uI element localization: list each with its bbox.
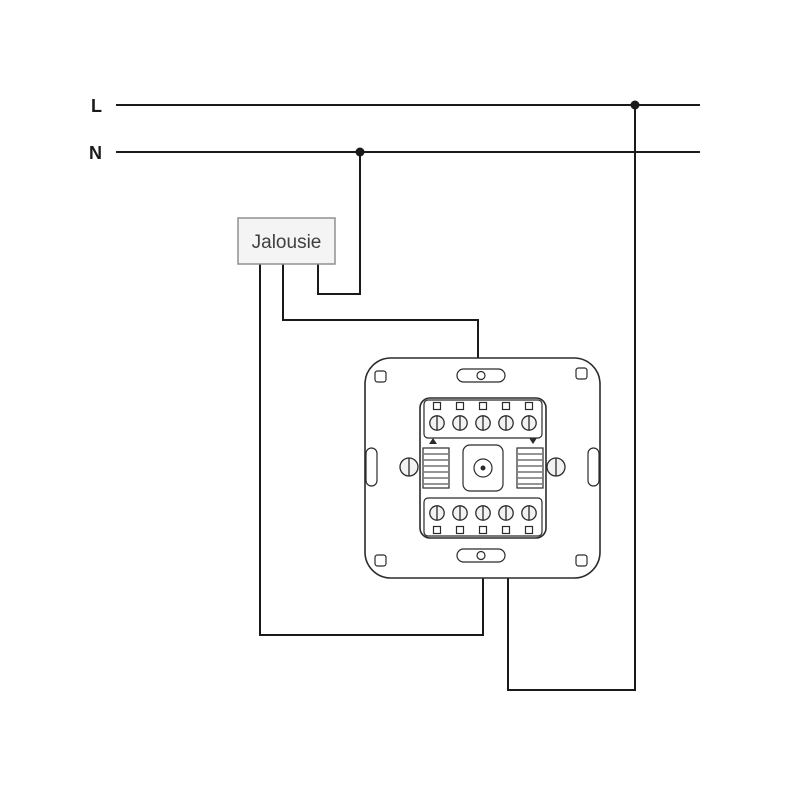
load-box: Jalousie [237,217,336,265]
corner-hole-icon [374,554,387,567]
corner-hole-icon [575,367,588,380]
claw-frame [422,447,450,489]
neutral-line-label: N [89,143,102,163]
side-slot-right-icon [587,447,600,487]
terminal-opening-icon [432,525,442,535]
terminal-block-bottom [423,497,543,537]
terminal-opening-icon [524,525,534,535]
arrow-up-icon [429,438,437,444]
wire-load-to-switch-top [282,264,479,358]
load-box-label: Jalousie [252,232,322,253]
load-box-frame [237,217,336,265]
terminal-opening-icon [501,525,511,535]
rocker-axle-center-icon [480,465,486,471]
terminal-opening-icon [455,525,465,535]
side-slot-left-icon [365,447,378,487]
fixing-claw-left [422,447,450,489]
terminal-opening-icon [501,401,511,411]
terminal-opening-icon [524,401,534,411]
fixing-slot-bottom-hole-icon [476,550,486,561]
wire-neutral-to-load [317,152,361,295]
claw-frame [516,447,544,489]
central-rocker-mount [462,444,504,492]
fixing-slot-top-hole-icon [476,370,486,381]
terminal-opening-icon [478,401,488,411]
terminal-block-top [423,399,543,439]
switch-mechanism-illustration [364,357,601,579]
arrow-down-icon [529,438,537,444]
corner-hole-icon [374,370,387,383]
corner-hole-icon [575,554,588,567]
rocker-mount-frame [462,444,504,492]
live-line-label: L [91,96,102,116]
fixing-slot-bottom-icon [456,548,506,563]
supply-lines: L N [89,96,700,163]
terminal-opening-icon [455,401,465,411]
terminal-opening-icon [432,401,442,411]
terminal-block-frame [423,497,543,537]
terminal-opening-icon [478,525,488,535]
wire-load-to-switch-bottom [259,264,484,636]
fixing-claw-right [516,447,544,489]
fixing-slot-top-icon [456,368,506,383]
rocker-axle-icon [473,458,493,478]
terminal-block-frame [423,399,543,439]
wires [259,105,636,691]
wire-live-to-switch [507,105,636,691]
